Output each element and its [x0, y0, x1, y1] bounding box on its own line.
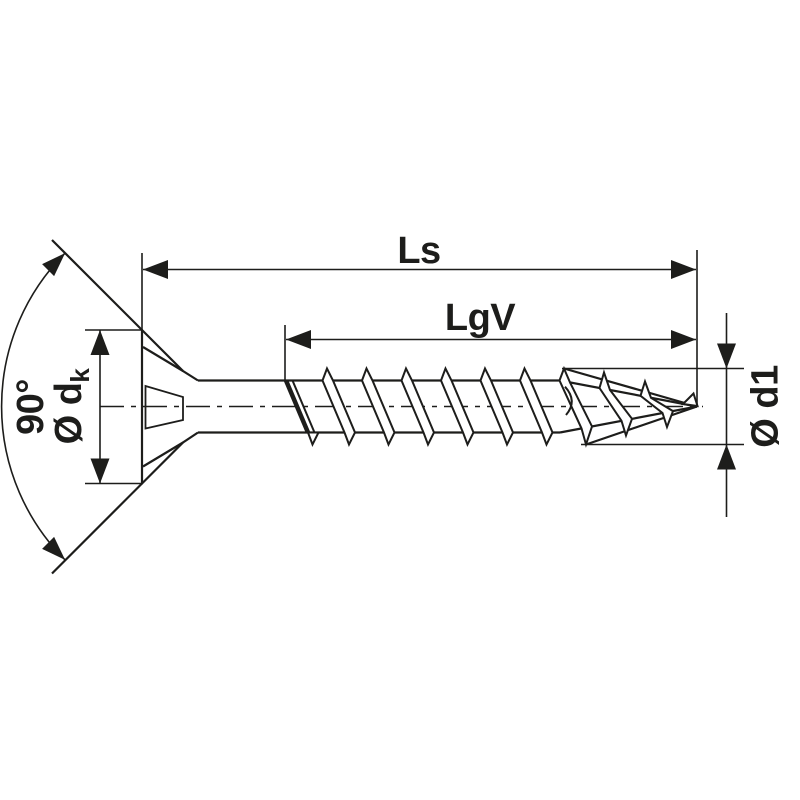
drive-recess: [144, 384, 184, 430]
arrow-arc-bottom: [42, 536, 66, 560]
dimension-lines: [0, 252, 728, 561]
arrow-ls-right: [671, 260, 696, 279]
arrow-d1-down: [717, 343, 736, 369]
tip-od-bottom: [585, 405, 698, 446]
label-thread-diameter: Ø d1: [745, 365, 787, 448]
head-cone-top: [51, 239, 199, 382]
arrow-dk-up: [90, 330, 110, 355]
head-inner-top: [142, 346, 184, 372]
arrow-ls-left: [143, 260, 168, 279]
arrow-lgv-right: [671, 330, 696, 349]
thread-profile: [283, 365, 699, 448]
dimension-labels: Ls LgV 90° Ø dk Ø d1: [10, 230, 787, 448]
head-cone-bottom: [51, 431, 199, 575]
label-total-length: Ls: [397, 230, 440, 272]
arrow-d1-up: [717, 444, 736, 470]
arrow-dk-down: [90, 458, 110, 484]
arrow-arc-top: [42, 253, 66, 277]
tip-core-top: [559, 379, 698, 408]
extension-lines: [85, 250, 744, 485]
arrow-lgv-left: [286, 330, 311, 349]
label-head-angle: 90°: [10, 379, 52, 435]
label-thread-length: LgV: [445, 297, 516, 339]
label-head-diameter: Ø dk: [48, 368, 95, 445]
head-inner-bottom: [142, 441, 184, 468]
dim-angle-arc: [0, 252, 66, 561]
tip-od-top: [563, 367, 698, 408]
dimension-arrows: [42, 253, 736, 560]
